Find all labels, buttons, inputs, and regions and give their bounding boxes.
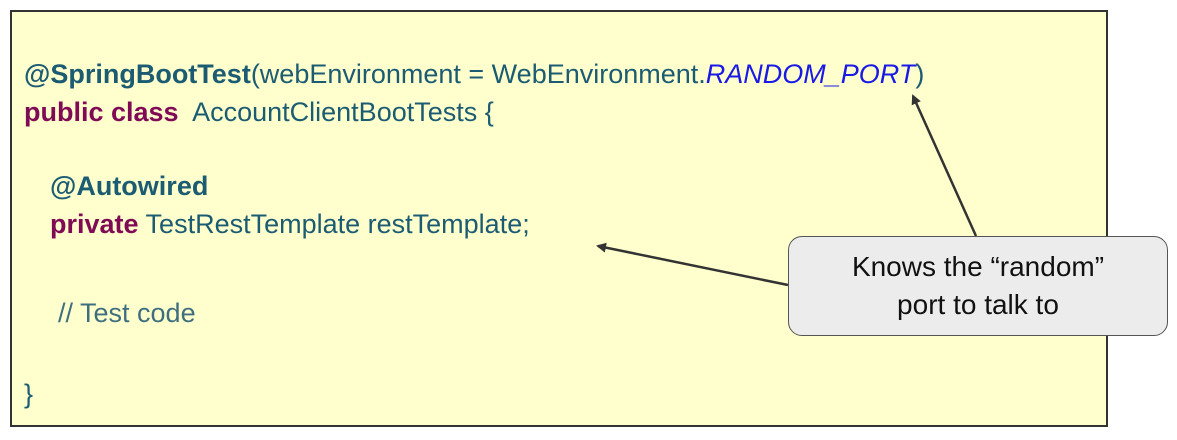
code-line-field-declaration: private TestRestTemplate restTemplate; — [50, 208, 530, 240]
code-line-comment: // Test code — [58, 298, 196, 328]
random-port-constant: RANDOM_PORT — [705, 59, 916, 89]
code-line-closing-brace: } — [24, 379, 34, 409]
autowired-annotation: @Autowired — [50, 171, 209, 201]
code-line-autowired: @Autowired — [50, 170, 208, 202]
private-keyword: private — [50, 209, 139, 239]
code-line-class-declaration: public class AccountClientBootTests { — [24, 96, 494, 128]
public-class-keyword: public class — [24, 97, 179, 127]
code-line-annotation-springboottest: @SpringBootTest(webEnvironment = WebEnvi… — [24, 58, 924, 90]
explanation-callout: Knows the “random” port to talk to — [788, 236, 1168, 336]
callout-line-2: port to talk to — [897, 289, 1059, 320]
arrow-to-rest-template — [596, 242, 789, 287]
class-name: AccountClientBootTests { — [178, 97, 494, 127]
callout-text: Knows the “random” port to talk to — [852, 248, 1104, 324]
web-environment-args: (webEnvironment = WebEnvironment. — [250, 59, 706, 89]
field-declaration: TestRestTemplate restTemplate; — [138, 209, 530, 239]
args-close-paren: ) — [915, 59, 925, 89]
callout-line-1: Knows the “random” — [851, 251, 1105, 282]
arrow-to-random-port — [911, 94, 978, 237]
code-snippet-box — [10, 10, 1108, 427]
springboottest-annotation: @SpringBootTest — [24, 59, 251, 89]
